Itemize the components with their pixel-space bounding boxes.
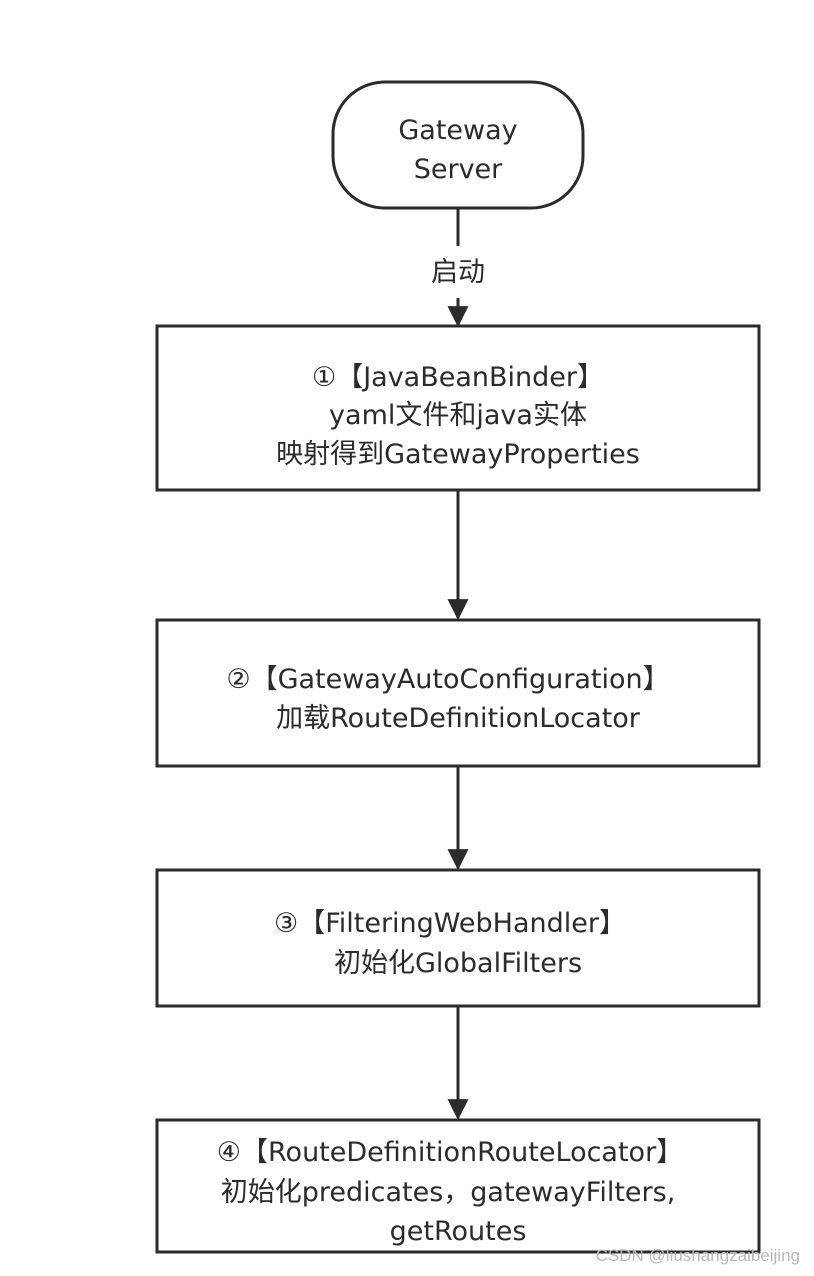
connector-label: 启动	[431, 257, 485, 288]
step-1-line-3: 映射得到GatewayProperties	[276, 439, 640, 470]
step-2-title: ②【GatewayAutoConfiguration】	[226, 664, 669, 695]
start-node-line-1: Gateway	[398, 115, 517, 146]
step-3-title: ③【FilteringWebHandler】	[274, 908, 626, 939]
step-2-box: ②【GatewayAutoConfiguration】 加载RouteDefin…	[155, 618, 761, 768]
step-1-line-2: yaml文件和java实体	[329, 400, 587, 431]
step-2-line-2: 加载RouteDefinitionLocator	[276, 703, 641, 734]
connector-start-to-step-1: 启动	[431, 208, 485, 328]
step-4-line-2: 初始化predicates，gatewayFilters,	[221, 1177, 676, 1208]
step-3-box: ③【FilteringWebHandler】 初始化GlobalFilters	[155, 868, 761, 1008]
start-node-line-2: Server	[414, 154, 503, 185]
step-1-title: ①【JavaBeanBinder】	[312, 362, 604, 393]
step-4-box: ④【RouteDefinitionRouteLocator】 初始化predic…	[155, 1118, 761, 1254]
step-3-line-2: 初始化GlobalFilters	[334, 948, 582, 979]
start-node-gateway-server: Gateway Server	[331, 80, 585, 210]
step-4-title: ④【RouteDefinitionRouteLocator】	[217, 1137, 683, 1168]
step-4-line-3: getRoutes	[390, 1216, 527, 1247]
step-1-box: ①【JavaBeanBinder】 yaml文件和java实体 映射得到Gate…	[155, 324, 761, 492]
csdn-watermark: CSDN @liushangzaibeijing	[595, 1246, 800, 1265]
